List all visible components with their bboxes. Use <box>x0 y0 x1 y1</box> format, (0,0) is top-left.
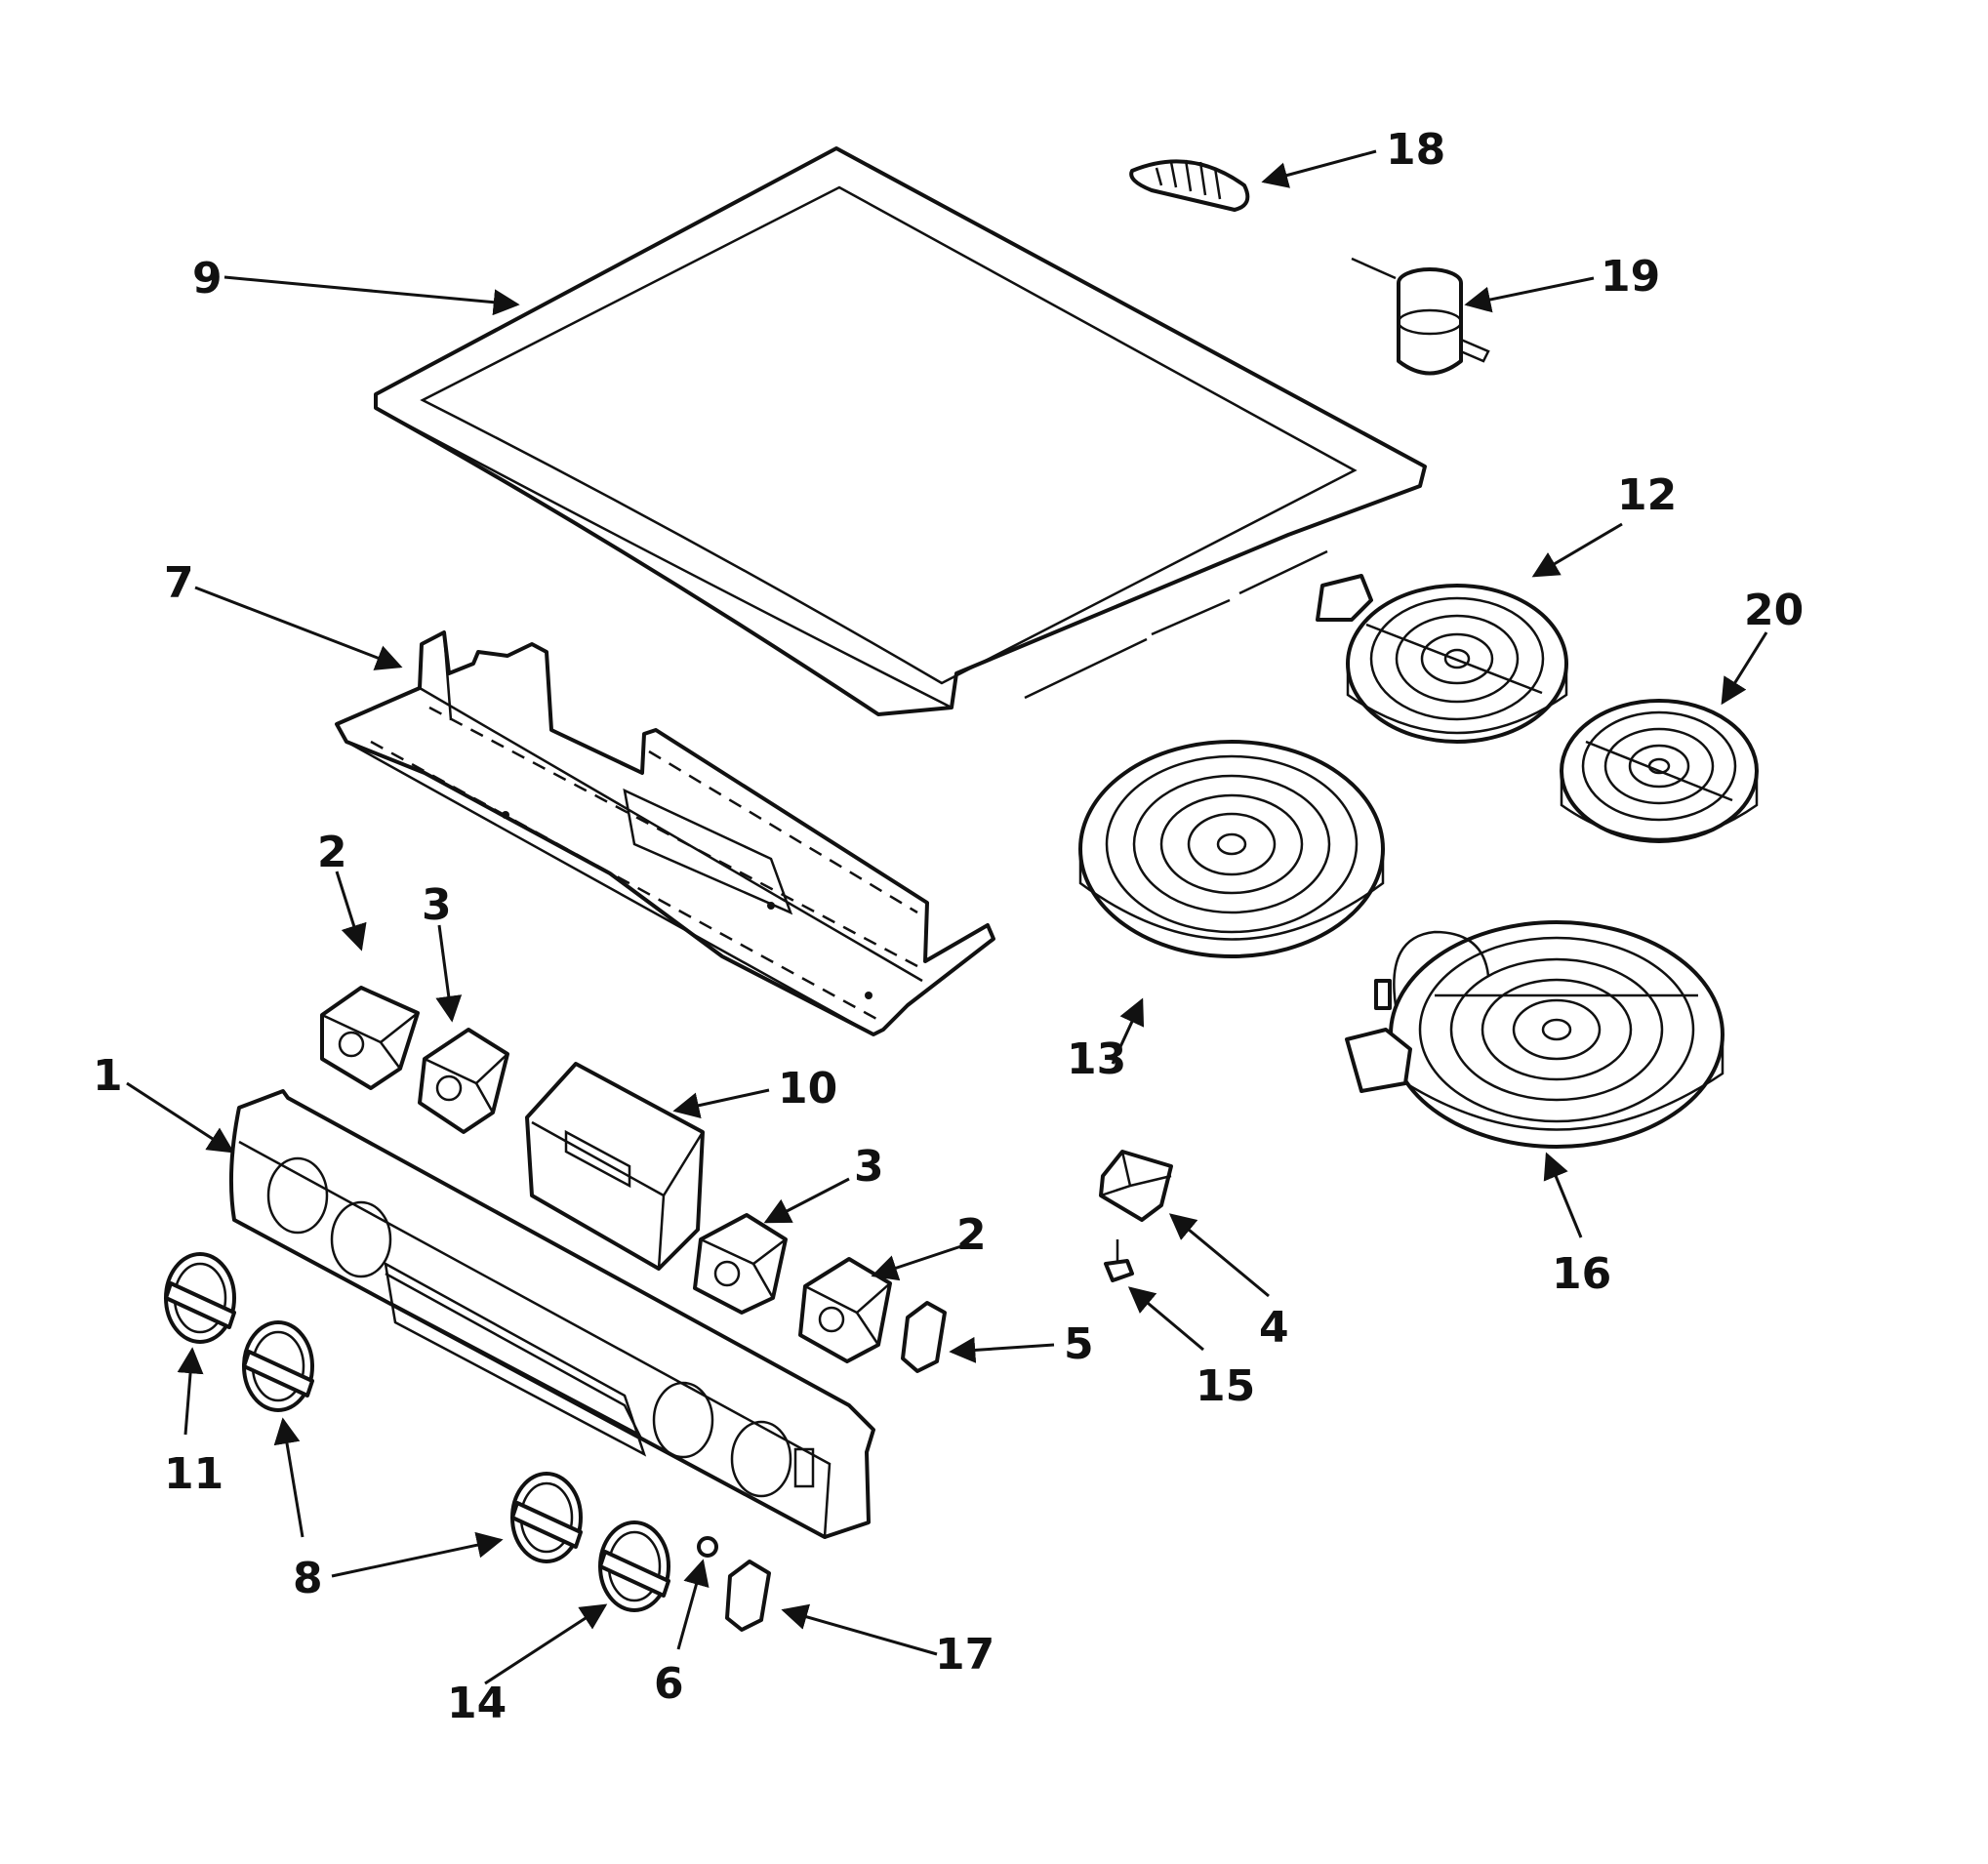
callout-17: 17 <box>935 1630 994 1680</box>
callout-11: 11 <box>164 1449 223 1499</box>
callout-12: 12 <box>1617 470 1677 520</box>
handle-part-18 <box>1129 159 1250 212</box>
rocker-switch-part-5 <box>901 1301 947 1373</box>
knob-part-8-right <box>510 1472 583 1563</box>
knob-part-11 <box>164 1252 236 1344</box>
callout-7: 7 <box>164 558 194 608</box>
callout-6: 6 <box>654 1659 684 1709</box>
callout-20: 20 <box>1744 586 1804 635</box>
callout-2-right: 2 <box>956 1210 987 1260</box>
callout-14: 14 <box>447 1679 507 1728</box>
callout-3-right: 3 <box>854 1142 884 1192</box>
switch-part-3-right <box>693 1213 788 1315</box>
callout-16: 16 <box>1552 1249 1611 1299</box>
knob-part-14 <box>598 1520 670 1612</box>
screw-part-15 <box>1104 1239 1134 1282</box>
callout-1: 1 <box>93 1051 123 1101</box>
knob-part-8-left <box>242 1320 314 1412</box>
clip-part-4 <box>1099 1150 1173 1222</box>
bracket-part-7 <box>335 630 995 1036</box>
callout-2-left: 2 <box>317 828 347 877</box>
callout-3-left: 3 <box>422 880 452 930</box>
callout-5: 5 <box>1064 1319 1094 1369</box>
surface-element-part-12 <box>1316 574 1568 744</box>
callout-labels: 9 18 19 12 20 7 2 3 1 10 3 2 5 13 4 15 1… <box>93 125 1804 1728</box>
rocker-switch-part-17 <box>725 1560 771 1632</box>
cooktop-frame-part-9 <box>374 146 1427 716</box>
callout-19: 19 <box>1601 252 1660 302</box>
callout-4: 4 <box>1259 1303 1289 1353</box>
switch-part-3-left <box>418 1028 509 1134</box>
display-module-part-10 <box>525 1062 705 1271</box>
indicator-light-part-6 <box>697 1536 718 1558</box>
callout-18: 18 <box>1386 125 1445 175</box>
leader-lines <box>126 149 1768 1685</box>
switch-part-2-left <box>320 986 420 1090</box>
surface-element-part-13 <box>1078 740 1385 958</box>
callout-9: 9 <box>192 254 223 304</box>
switch-part-2-right <box>798 1257 892 1363</box>
callout-10: 10 <box>778 1064 837 1114</box>
callout-15: 15 <box>1196 1361 1255 1411</box>
capacitor-part-19 <box>1351 257 1490 376</box>
callout-8-left: 8 <box>293 1554 323 1603</box>
callout-13: 13 <box>1067 1034 1126 1084</box>
surface-element-part-20 <box>1560 699 1759 843</box>
surface-element-part-16 <box>1345 920 1724 1149</box>
